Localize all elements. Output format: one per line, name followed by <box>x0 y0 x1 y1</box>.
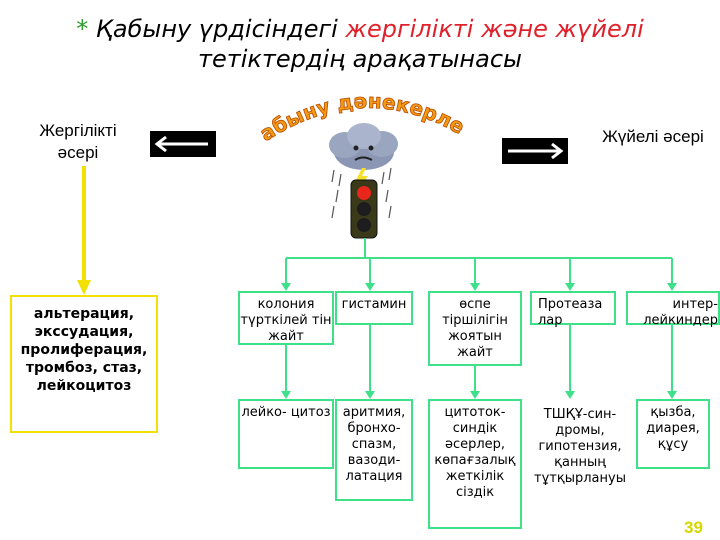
bottom-box-fever: қызба, диарея, құсу <box>636 399 710 469</box>
bottom-box-dic-syndrome: ТШҚҰ-син- дромы, гипотензия, қанның тұтқ… <box>530 403 630 493</box>
mediators-arc-text: Қабыну дәнекерлері <box>0 0 469 146</box>
green-arrowheads <box>281 283 677 399</box>
top-box-interleukins: интер- лейкиндер <box>626 291 720 328</box>
title-line-1-highlight: жергілікті және жүйелі <box>345 15 644 43</box>
green-connectors <box>285 238 673 392</box>
local-effects-box: альтерация, экссудация, пролиферация, тр… <box>10 295 158 433</box>
top-box-colony-factor: колония түрткілей тін жайт <box>238 291 334 345</box>
rain-lines-icon <box>331 167 392 219</box>
systemic-effect-label: Жүйелі әсері <box>602 127 704 146</box>
title-line-1-plain: Қабыну үрдісіндегі <box>95 15 346 43</box>
yellow-connector <box>77 166 91 295</box>
storm-cloud-icon <box>329 123 398 190</box>
bottom-box-leukocytosis: лейко- цитоз <box>238 399 334 469</box>
top-box-histamine: гистамин <box>335 291 413 325</box>
top-box-proteases: Протеаза лар <box>530 291 616 328</box>
page-badge-icon <box>683 516 703 536</box>
bottom-box-arrhythmia: аритмия, бронхо- спазм, вазоди- латация <box>335 399 413 501</box>
traffic-light-icon <box>350 179 378 239</box>
page-number: 39 <box>684 518 703 537</box>
title-star: * <box>76 15 89 43</box>
top-box-tnf: өспе тіршілігін жоятын жайт <box>428 291 522 366</box>
title-line-1: * Қабыну үрдісіндегі жергілікті және жүй… <box>0 14 720 44</box>
bottom-box-cytotoxic: цитоток- синдік әсерлер, көпағзалық жетк… <box>428 399 522 529</box>
left-arrow-icon <box>150 131 216 157</box>
local-effect-label: Жергілікті әсері <box>39 121 117 162</box>
title-line-2: тетіктердің арақатынасы <box>198 45 522 73</box>
mediators-arc-label: Қабыну дәнекерлері <box>0 0 469 146</box>
right-arrow-icon <box>502 138 568 164</box>
